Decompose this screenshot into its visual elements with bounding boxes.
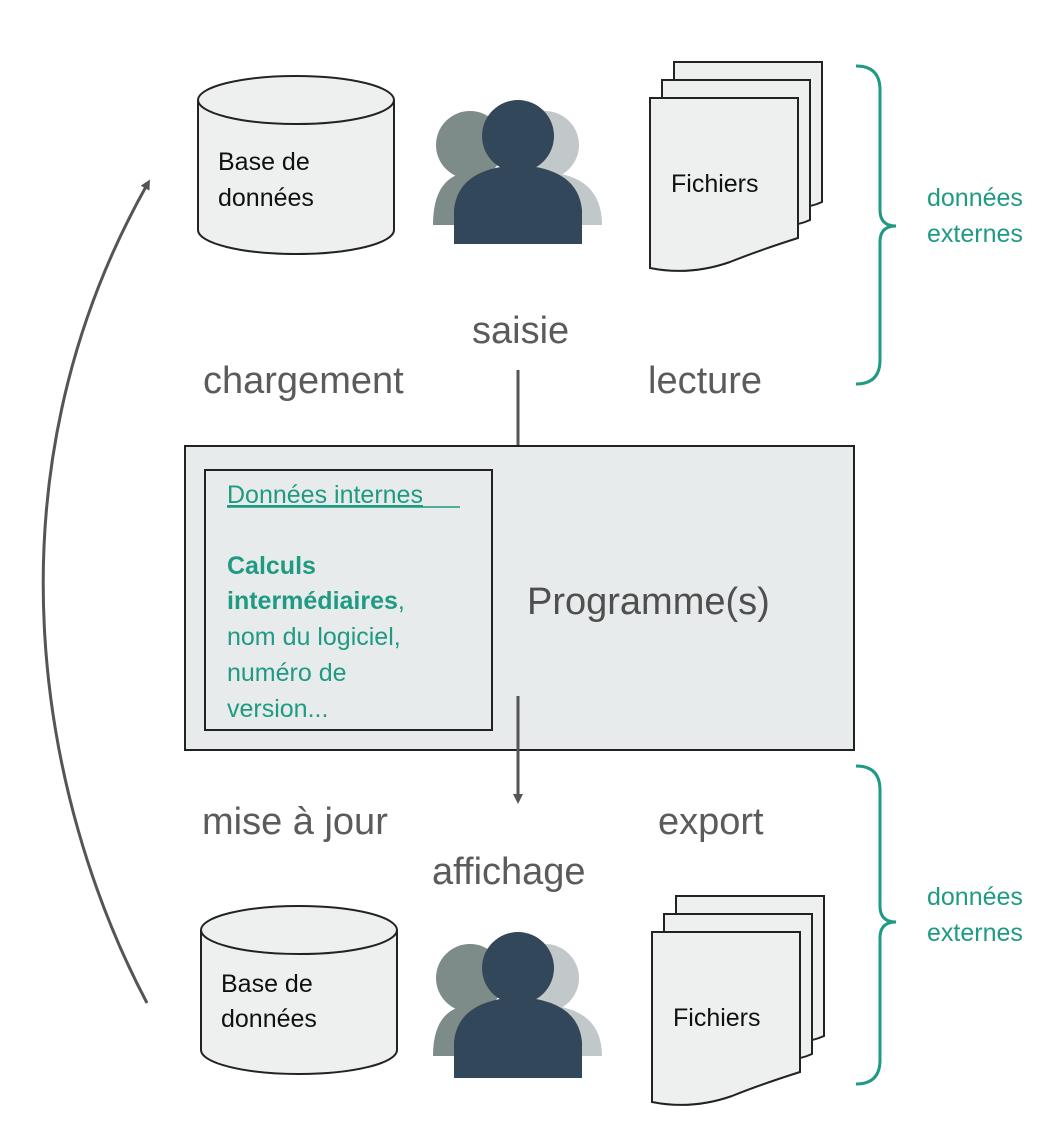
lecture-label: lecture xyxy=(648,360,762,402)
bottom-bracket-label-line1: données xyxy=(927,883,1023,911)
internal-bold-line2: intermédiaires xyxy=(227,587,398,615)
export-label: export xyxy=(658,801,764,843)
top-external-data-bracket xyxy=(855,64,897,386)
internal-line3: nom du logiciel, xyxy=(227,623,401,651)
feedback-curve-arrow xyxy=(41,179,150,1004)
bottom-database-label-line1: Base de xyxy=(221,970,313,998)
bottom-bracket-label-line2: externes xyxy=(927,919,1023,947)
internal-line4: numéro de xyxy=(227,659,347,687)
top-database-label-line1: Base de xyxy=(218,148,310,176)
top-users-icon xyxy=(433,100,602,244)
top-database-label-line2: données xyxy=(218,184,314,212)
saisie-label: saisie xyxy=(472,310,569,352)
bottom-database-label-line2: données xyxy=(221,1005,317,1033)
internal-comma: , xyxy=(398,587,405,615)
bottom-files-label: Fichiers xyxy=(673,1004,761,1032)
top-bracket-label-line1: données xyxy=(927,184,1023,212)
top-bracket-label-line2: externes xyxy=(927,220,1023,248)
chargement-label: chargement xyxy=(203,360,404,402)
bottom-database-icon xyxy=(200,905,398,1075)
bottom-external-data-bracket xyxy=(855,764,897,1086)
bottom-files-icon xyxy=(651,895,825,1106)
internal-data-box xyxy=(204,469,493,731)
internal-bold-line1: Calculs xyxy=(227,552,316,580)
top-files-icon xyxy=(649,61,823,272)
affichage-label: affichage xyxy=(432,851,586,893)
internal-line5: version... xyxy=(227,695,328,723)
bottom-users-icon xyxy=(433,932,602,1078)
top-files-label: Fichiers xyxy=(671,170,759,198)
top-database-icon xyxy=(197,75,395,255)
mise-a-jour-label: mise à jour xyxy=(202,801,388,843)
internal-bold-line2-row: intermédiaires, xyxy=(227,587,405,615)
program-title: Programme(s) xyxy=(527,581,770,623)
internal-data-heading: Données internes xyxy=(227,481,423,509)
